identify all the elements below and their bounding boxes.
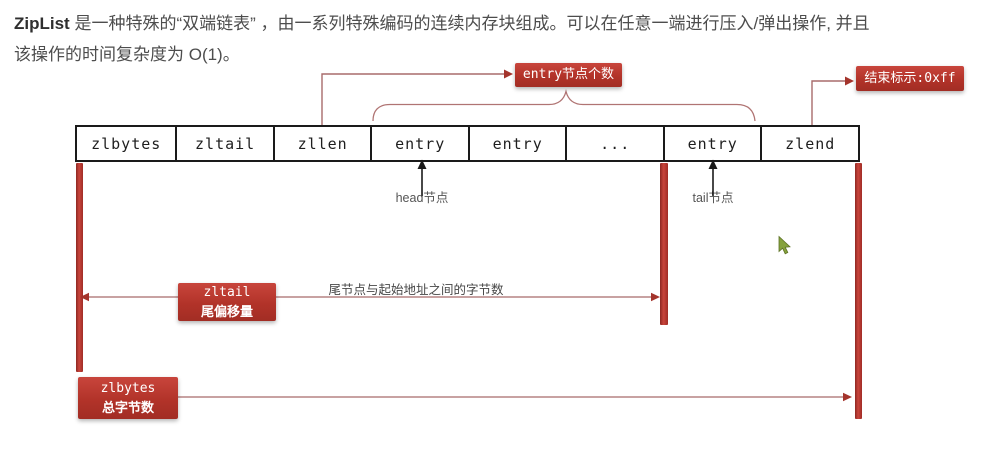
cell-zllen: zllen: [272, 127, 371, 160]
cell-label: entry: [492, 134, 543, 153]
intro-line1: 是一种特殊的“双端链表” ，由一系列特殊编码的连续内存块组成。可以在任意一端进行…: [69, 14, 870, 33]
cell-label: zlbytes: [91, 134, 162, 153]
cell-entry-head: entry: [370, 127, 468, 160]
arrow-right-icon: [843, 392, 852, 402]
cell-label: zlend: [785, 134, 836, 153]
start-address-bar: [76, 163, 83, 372]
cell-label: zltail: [195, 134, 256, 153]
zlend-connector-line: [811, 80, 845, 125]
zllen-connector-line: [321, 73, 504, 125]
cell-entry-tail: entry: [662, 127, 761, 160]
intro-line2: 该操作的时间复杂度为 O(1)。: [14, 45, 240, 64]
cell-entry: entry: [467, 127, 566, 160]
cell-label: ...: [600, 134, 631, 153]
arrow-right-icon: [504, 69, 513, 79]
tail-node-label: tail节点: [692, 191, 734, 205]
arrow-right-icon: [651, 292, 660, 302]
zlbytes-badge-subtitle: 总字节数: [101, 399, 154, 415]
cell-zlbytes: zlbytes: [77, 127, 175, 160]
tail-entry-bar: [660, 163, 668, 325]
arrow-right-icon: [845, 76, 854, 86]
cell-zlend: zlend: [760, 127, 858, 160]
cell-ellipsis: ...: [565, 127, 663, 160]
cell-label: entry: [395, 134, 446, 153]
zltail-line-caption: 尾节点与起始地址之间的字节数: [328, 283, 504, 297]
cell-zltail: zltail: [175, 127, 273, 160]
zltail-badge-title: zltail: [203, 284, 251, 300]
entry-count-badge: entry节点个数: [515, 63, 622, 87]
entries-brace-icon: [372, 88, 756, 122]
ziplist-structure-table: zlbytes zltail zllen entry entry ... ent…: [75, 125, 860, 162]
cell-label: entry: [687, 134, 738, 153]
zltail-offset-badge: zltail 尾偏移量: [178, 283, 276, 321]
zltail-badge-subtitle: 尾偏移量: [200, 303, 253, 319]
cell-label: zllen: [297, 134, 348, 153]
head-node-label: head节点: [395, 191, 449, 205]
zlbytes-total-badge: zlbytes 总字节数: [78, 377, 178, 419]
intro-paragraph: ZipList 是一种特殊的“双端链表” ，由一系列特殊编码的连续内存块组成。可…: [14, 8, 974, 70]
end-address-bar: [855, 163, 862, 419]
intro-term: ZipList: [14, 14, 70, 33]
zlbytes-badge-title: zlbytes: [100, 380, 156, 396]
mouse-cursor-icon: [778, 235, 791, 255]
end-mark-badge: 结束标示:0xff: [856, 66, 964, 91]
